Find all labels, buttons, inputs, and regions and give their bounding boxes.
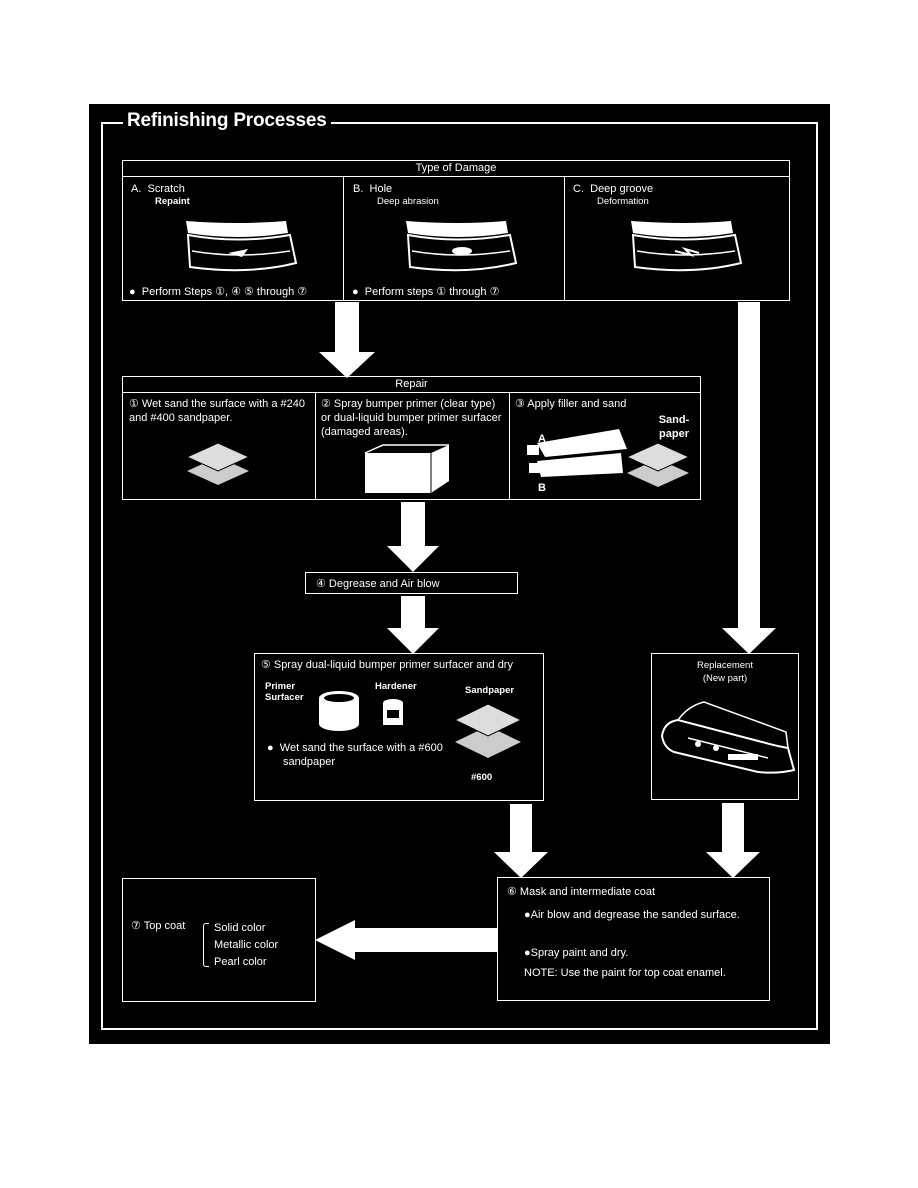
option-pearl: Pearl color: [214, 956, 267, 968]
step-6-bullet-2: ●Spray paint and dry.: [524, 947, 629, 959]
frame-bottom: [101, 1028, 818, 1030]
filler-tubes-icon: [527, 429, 627, 477]
grit-label: #600: [471, 772, 493, 783]
damage-b-note: ● Perform steps ① through ⑦: [352, 286, 500, 298]
hardener-label: Hardener: [375, 681, 417, 692]
step-6-bullet-1: ●Air blow and degrease the sanded surfac…: [524, 909, 740, 921]
arrow-down-icon: [722, 302, 776, 654]
sandpaper-label: Sandpaper: [465, 685, 515, 696]
filler-label-b: B: [538, 482, 546, 494]
primer-label: Primer Surfacer: [265, 681, 304, 703]
step-7-label: ⑦ Top coat: [131, 920, 186, 932]
step-5-primer: ⑤ Spray dual-liquid bumper primer surfac…: [254, 653, 544, 801]
letter: A.: [131, 183, 142, 195]
filler-label-a: A: [538, 433, 546, 445]
primer-jar-icon: [319, 691, 359, 731]
damage-sub: Repaint: [155, 196, 190, 207]
repair-step-1: ① Wet sand the surface with a #240 and #…: [129, 398, 305, 424]
divider: [509, 392, 510, 499]
sandpaper-icon: [625, 442, 691, 487]
step-6-intermediate: ⑥ Mask and intermediate coat ●Air blow a…: [497, 877, 770, 1001]
arrow-down-icon: [387, 502, 439, 572]
step-5-title: ⑤ Spray dual-liquid bumper primer surfac…: [261, 659, 513, 671]
damage-a-note: ● Perform Steps ①, ④ ⑤ through ⑦: [129, 286, 308, 298]
replacement-subtitle: (New part): [702, 673, 748, 684]
brace: [203, 923, 209, 967]
letter: C.: [573, 183, 584, 195]
frame-left: [101, 122, 103, 1030]
replacement-title: Replacement: [697, 660, 753, 671]
damage-title: Scratch: [147, 183, 185, 195]
repair-step-3: ③ Apply filler and sand: [515, 398, 627, 410]
sandpaper-icon: [185, 442, 251, 485]
option-solid: Solid color: [214, 922, 266, 934]
replacement-box: Replacement (New part): [651, 653, 799, 800]
note-text: Perform Steps ①, ④ ⑤ through ⑦: [141, 286, 308, 298]
frame-right: [816, 122, 818, 1030]
arrow-down-icon: [387, 596, 439, 654]
bullet-text: Wet sand the surface with a #600 sandpap…: [279, 742, 443, 768]
repair-table: Repair ① Wet sand the surface with a #24…: [122, 376, 701, 500]
diagram-panel: Refinishing Processes Type of Damage A. …: [89, 104, 830, 1044]
step-4-degrease: ④ Degrease and Air blow: [305, 572, 518, 594]
bumper-hole-icon: [406, 221, 518, 272]
damage-title: Deep groove: [590, 183, 654, 195]
diagram-title: Refinishing Processes: [123, 110, 331, 132]
step-6-title: ⑥ Mask and intermediate coat: [507, 886, 656, 898]
sandpaper-icon: [453, 703, 523, 758]
bumper-scratch-icon: [186, 221, 298, 272]
top-coat-options: Solid color Metallic color Pearl color: [214, 920, 278, 971]
damage-table: Type of Damage A. Scratch Repaint ● Perf…: [122, 160, 790, 301]
option-metallic: Metallic color: [214, 939, 279, 951]
damage-groove: C. Deep groove Deformation: [573, 183, 783, 207]
arrow-down-icon: [494, 804, 548, 878]
damage-sub: Deformation: [597, 196, 649, 207]
arrow-down-icon: [706, 803, 760, 878]
frame-top: [101, 122, 818, 124]
step-6-note: NOTE: Use the paint for top coat enamel.: [524, 967, 726, 979]
damage-scratch: A. Scratch Repaint: [131, 183, 341, 207]
damage-title: Hole: [369, 183, 393, 195]
bumper-groove-icon: [631, 221, 743, 272]
repair-header: Repair: [123, 377, 700, 393]
arrow-left-icon: [315, 920, 497, 960]
damage-header: Type of Damage: [123, 161, 789, 177]
divider: [315, 392, 316, 499]
hardener-can-icon: [383, 699, 403, 725]
sandpaper-label: Sand-paper: [658, 414, 690, 440]
damage-hole: B. Hole Deep abrasion: [353, 183, 553, 207]
bullet-text: Air blow and degrease the sanded surface…: [530, 909, 740, 921]
bullet-text: Spray paint and dry.: [530, 947, 629, 959]
new-bumper-icon: [660, 701, 796, 774]
divider: [564, 176, 565, 300]
step-5-bullet: ● Wet sand the surface with a #600 sandp…: [267, 742, 443, 768]
letter: B.: [353, 183, 364, 195]
divider: [343, 176, 344, 300]
note-text: Perform steps ① through ⑦: [364, 286, 500, 298]
primer-can-icon: [364, 444, 449, 493]
arrow-down-icon: [319, 302, 375, 378]
step-7-topcoat: ⑦ Top coat Solid color Metallic color Pe…: [122, 878, 316, 1002]
repair-step-2: ② Spray bumper primer (clear type) or du…: [321, 398, 502, 438]
damage-sub: Deep abrasion: [377, 196, 439, 207]
